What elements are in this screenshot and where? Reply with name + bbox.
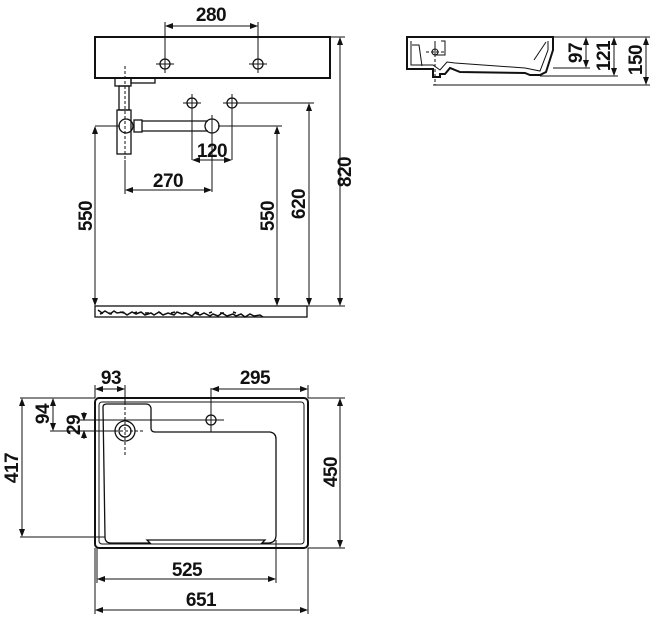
basin-bowl-outline bbox=[102, 403, 277, 544]
floor-hatch bbox=[94, 305, 308, 318]
dim-outer-width: 651 bbox=[186, 590, 217, 611]
dim-inner-width: 525 bbox=[172, 560, 203, 581]
dim-trap-offset: 270 bbox=[153, 171, 183, 192]
dim-inner-depth: 417 bbox=[2, 453, 23, 483]
dim-bowl-depth: 97 bbox=[566, 43, 587, 63]
dim-total-depth: 150 bbox=[626, 45, 647, 75]
basin-front-outline bbox=[94, 36, 331, 79]
front-view: 280 120 bbox=[76, 5, 356, 318]
drain-icon bbox=[110, 402, 145, 455]
side-view: 97 121 150 bbox=[406, 36, 650, 86]
dim-outlet-spacing: 120 bbox=[197, 141, 227, 162]
dim-tap-offset-x: 295 bbox=[240, 368, 271, 389]
dim-drain-diameter: 29 bbox=[64, 415, 85, 435]
dim-inner-height: 121 bbox=[594, 40, 615, 71]
basin-section-outline bbox=[406, 36, 554, 78]
dim-supply-height: 620 bbox=[289, 189, 310, 219]
tap-hole-icon bbox=[203, 388, 224, 432]
dim-drain-offset-y: 94 bbox=[33, 403, 54, 424]
dim-trap-height-right: 550 bbox=[258, 201, 279, 231]
dim-outer-depth: 450 bbox=[321, 457, 342, 487]
basin-top-outline bbox=[94, 397, 309, 549]
wall-outlet-left-icon bbox=[183, 94, 201, 160]
dim-tap-spacing: 280 bbox=[196, 5, 226, 26]
dim-drain-offset-x: 93 bbox=[101, 368, 121, 389]
top-view: 93 295 94 29 417 450 525 651 bbox=[2, 368, 345, 614]
siphon-trap-icon bbox=[114, 66, 220, 192]
dim-trap-height-left: 550 bbox=[76, 201, 97, 231]
dim-total-height: 820 bbox=[335, 157, 356, 187]
